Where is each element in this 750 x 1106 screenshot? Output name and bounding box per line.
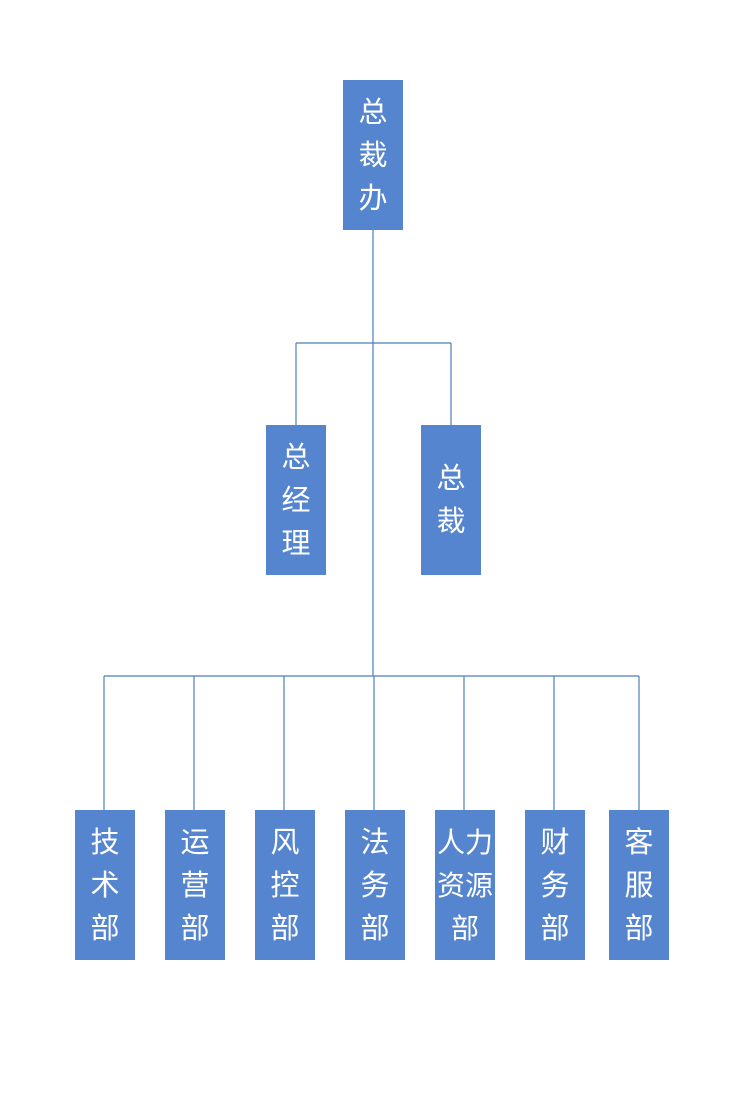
node-dept-hr[interactable]: 人力资源部 xyxy=(435,810,495,960)
node-dept-legal[interactable]: 法务部 xyxy=(345,810,405,960)
node-dept-risk[interactable]: 风控部 xyxy=(255,810,315,960)
node-label: 财务部 xyxy=(540,824,570,945)
node-dept-tech[interactable]: 技术部 xyxy=(75,810,135,960)
node-label: 客服部 xyxy=(624,824,654,945)
node-label: 技术部 xyxy=(90,824,120,945)
node-general-manager[interactable]: 总经理 xyxy=(266,425,326,575)
node-dept-operations[interactable]: 运营部 xyxy=(165,810,225,960)
node-label: 风控部 xyxy=(270,824,300,945)
node-dept-finance[interactable]: 财务部 xyxy=(525,810,585,960)
node-president[interactable]: 总裁 xyxy=(421,425,481,575)
node-president-office[interactable]: 总裁办 xyxy=(343,80,403,230)
node-label: 总裁办 xyxy=(358,94,388,215)
node-dept-customer-service[interactable]: 客服部 xyxy=(609,810,669,960)
node-label: 总裁 xyxy=(436,461,466,538)
node-label: 运营部 xyxy=(180,824,210,945)
node-label: 人力资源部 xyxy=(436,825,493,945)
node-label: 法务部 xyxy=(360,824,390,945)
node-label: 总经理 xyxy=(281,439,311,560)
